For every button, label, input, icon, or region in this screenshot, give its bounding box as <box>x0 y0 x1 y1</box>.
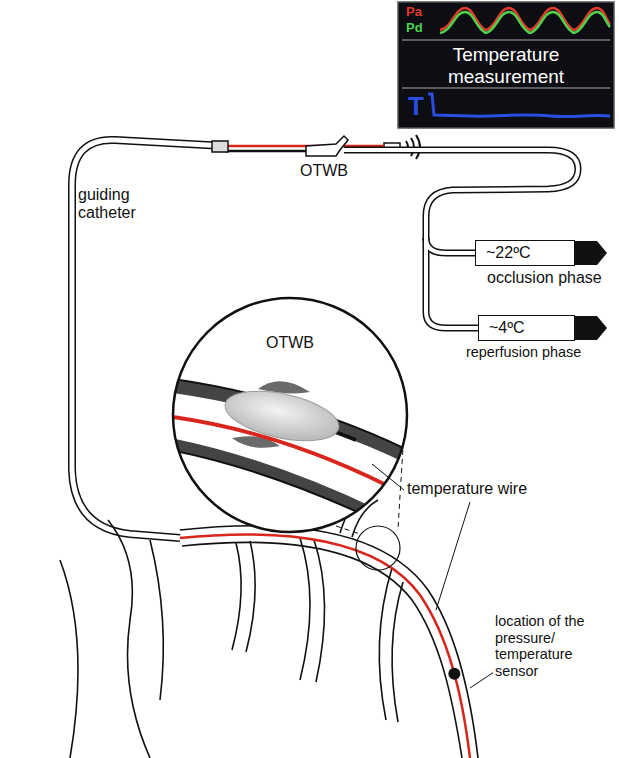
syringe-box: ~4ºCreperfusion phase <box>478 315 616 363</box>
y-connector <box>306 136 348 156</box>
sensor-cable <box>225 150 312 153</box>
device-label: OTWB <box>173 334 407 352</box>
phase-label: reperfusion phase <box>466 344 616 361</box>
part-label: guiding catheter <box>76 186 160 223</box>
callout-label: location of the pressure/ temperature se… <box>493 613 615 679</box>
syringe-plunger <box>575 316 607 340</box>
temperature-wire <box>180 534 470 758</box>
phase-label: occlusion phase <box>475 269 575 287</box>
display-title: Temperature measurement <box>431 44 581 88</box>
signal-label: Pd <box>406 21 423 36</box>
syringe-plunger <box>575 241 607 265</box>
syringe-box: ~22ºC occlusion phase <box>475 240 575 288</box>
monitor-panel: PaPdTemperature measurementT <box>398 2 614 128</box>
infusion-tubing <box>344 150 578 328</box>
temperature-value: ~4ºC <box>478 315 575 341</box>
signal-label: T <box>408 92 424 122</box>
part-label: temperature wire <box>405 480 529 498</box>
leader-line <box>372 464 404 490</box>
monitor-panel <box>398 2 614 128</box>
leader-line <box>436 502 470 610</box>
catheter-hub <box>212 141 228 152</box>
signal-label: Pa <box>406 5 422 20</box>
temperature-value: ~22ºC <box>475 240 575 266</box>
zoom-marker <box>356 526 400 570</box>
inset-magnification <box>160 298 420 540</box>
part-label: OTWB <box>298 162 350 180</box>
sensor-dot <box>448 668 460 680</box>
zoom-line <box>336 526 360 534</box>
inset-circle: OTWB <box>173 298 407 532</box>
